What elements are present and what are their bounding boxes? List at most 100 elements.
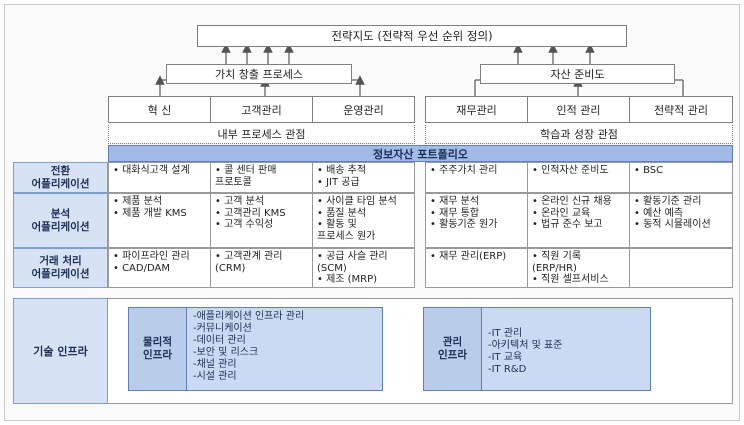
table-cell: • 사이클 타임 분석 • 품질 분석 • 활동 및 프로세스 원가 [312,193,415,248]
cell-line: 프로토콜 [215,176,252,188]
infra-title-line: 물리적 [143,336,172,348]
tech-infra-label: 기술 인프라 [13,298,108,404]
cell-line: • 온라인 신규 채용 [532,196,612,207]
process-item-label: 혁 신 [147,103,172,117]
infra-list-item: -커뮤니케이션 [193,323,252,334]
cell-line: • 제품 분석 [113,196,163,207]
process-item-label: 운영관리 [343,103,384,117]
table-cell: • 제품 분석 • 제품 개발 KMS [108,193,211,248]
asset-readiness-label: 자산 준비도 [550,68,605,81]
cell-line: • 품질 분석 [317,207,367,219]
cell-line: • 재무 관리(ERP) [430,251,507,262]
infra-list-item: -아키텍처 및 표준 [488,340,563,351]
table-cell [629,248,733,288]
cell-line: • JIT 공급 [317,176,360,188]
row-header-line: 거래 처리 [39,255,82,267]
cell-line: • 고객관리 KMS [215,207,286,219]
cell-line: • CAD/DAM [113,262,170,274]
cell-line: • 고객 분석 [215,196,265,207]
cell-line: (ERP/HR) [532,262,577,274]
process-item-label: 고객관리 [241,103,282,117]
asset-item-human: 인적 관리 [527,96,630,123]
cell-line: • 예산 예측 [634,207,684,219]
cell-line: • 배송 추적 [317,165,367,176]
cell-line: • 재무 통합 [430,207,480,219]
asset-item-label: 전략적 관리 [653,103,709,117]
table-cell: • 배송 추적 • JIT 공급 [312,162,415,193]
table-cell: • 주주가치 관리 [425,162,528,193]
learning-perspective: 학습과 성장 관점 [425,125,733,144]
table-cell: • BSC [629,162,733,193]
infra-list-item: -채널 관리 [193,359,237,370]
table-cell: • 활동기준 관리 • 예산 예측 • 동적 시뮬레이션 [629,193,733,248]
cell-line: • 활동 및 [317,219,357,230]
row-header-line: 분석 [50,207,71,220]
asset-item-label: 재무관리 [456,103,497,117]
row-header-analysis: 분석 어플리케이션 [13,193,108,248]
cell-line: • 법규 준수 보고 [532,219,603,230]
process-item-customer: 고객관리 [210,96,313,123]
cell-line: • 활동기준 원가 [430,219,498,230]
value-creation-label: 가치 창출 프로세스 [215,68,303,81]
table-cell: • 콜 센터 판매 프로토콜 [210,162,313,193]
process-item-operation: 운영관리 [312,96,415,123]
portfolio-title-label: 정보자산 포트폴리오 [373,147,468,161]
management-infra-list: -IT 관리 -아키텍처 및 표준 -IT 교육 -IT R&D [482,308,650,390]
cell-line: • 대화식고객 설계 [113,165,190,176]
strategy-map-box: 전략지도 (전략적 우선 순위 정의) [197,25,627,47]
cell-line: • 온라인 교육 [532,207,591,219]
table-cell: • 온라인 신규 채용 • 온라인 교육 • 법규 준수 보고 [527,193,630,248]
infra-list-item: -애플리케이션 인프라 관리 [193,311,305,322]
table-cell: • 재무 관리(ERP) [425,248,528,288]
cell-line: 프로세스 원가 [317,230,376,242]
cell-line: • 사이클 타임 분석 [317,196,397,207]
learning-perspective-label: 학습과 성장 관점 [540,128,618,141]
infra-list-item: -IT 관리 [488,328,523,339]
cell-line: (SCM) [317,262,347,274]
management-infra-title: 관리 인프라 [424,308,482,390]
table-cell: • 고객관계 관리 (CRM) [210,248,313,288]
table-cell: • 재무 분석 • 재무 통합 • 활동기준 원가 [425,193,528,248]
management-infra-box: 관리 인프라 -IT 관리 -아키텍처 및 표준 -IT 교육 -IT R&D [423,307,651,391]
cell-line: • 콜 센터 판매 [215,165,277,176]
asset-item-finance: 재무관리 [425,96,528,123]
asset-readiness-box: 자산 준비도 [480,64,675,84]
cell-line: (CRM) [215,262,246,274]
portfolio-title: 정보자산 포트폴리오 [108,145,733,162]
physical-infra-box: 물리적 인프라 -애플리케이션 인프라 관리 -커뮤니케이션 -데이터 관리 -… [128,307,383,391]
infra-title-line: 인프라 [143,349,172,361]
table-cell: • 대화식고객 설계 [108,162,211,193]
value-creation-box: 가치 창출 프로세스 [166,64,352,84]
cell-line: • 인적자산 준비도 [532,165,609,176]
physical-infra-list: -애플리케이션 인프라 관리 -커뮤니케이션 -데이터 관리 -보안 및 리스크… [187,308,382,390]
cell-line: • 고객관계 관리 [215,251,283,262]
asset-item-strategic: 전략적 관리 [629,96,733,123]
cell-line: • 동적 시뮬레이션 [634,219,711,230]
tech-infra-label-text: 기술 인프라 [33,345,88,358]
table-cell: • 파이프라인 관리 • CAD/DAM [108,248,211,288]
infra-list-item: -시설 관리 [193,371,237,382]
physical-infra-title: 물리적 인프라 [129,308,187,390]
cell-line: • 직원 셀프서비스 [532,274,609,285]
row-header-line: 전환 [50,164,71,177]
row-header-line: 어플리케이션 [31,268,90,280]
internal-perspective-label: 내부 프로세스 관점 [217,128,306,141]
cell-line: • 주주가치 관리 [430,165,498,176]
cell-line: • 제조 (MRP) [317,274,378,285]
row-header-line: 어플리케이션 [31,177,90,190]
cell-line: • 파이프라인 관리 [113,251,190,262]
cell-line: • 제품 개발 KMS [113,207,187,219]
cell-line: • 고객 수익성 [215,219,274,230]
internal-perspective: 내부 프로세스 관점 [108,125,415,144]
infra-title-line: 인프라 [438,349,467,361]
infra-list-item: -데이터 관리 [193,335,246,346]
infra-title-line: 관리 [442,336,463,348]
process-item-innovation: 혁 신 [108,96,211,123]
table-cell: • 인적자산 준비도 [527,162,630,193]
row-header-transaction: 거래 처리 어플리케이션 [13,248,108,288]
strategy-map-label: 전략지도 (전략적 우선 순위 정의) [331,29,493,43]
table-cell: • 직원 기록 (ERP/HR) • 직원 셀프서비스 [527,248,630,288]
cell-line: • 재무 분석 [430,196,480,207]
cell-line: • 활동기준 관리 [634,196,702,207]
